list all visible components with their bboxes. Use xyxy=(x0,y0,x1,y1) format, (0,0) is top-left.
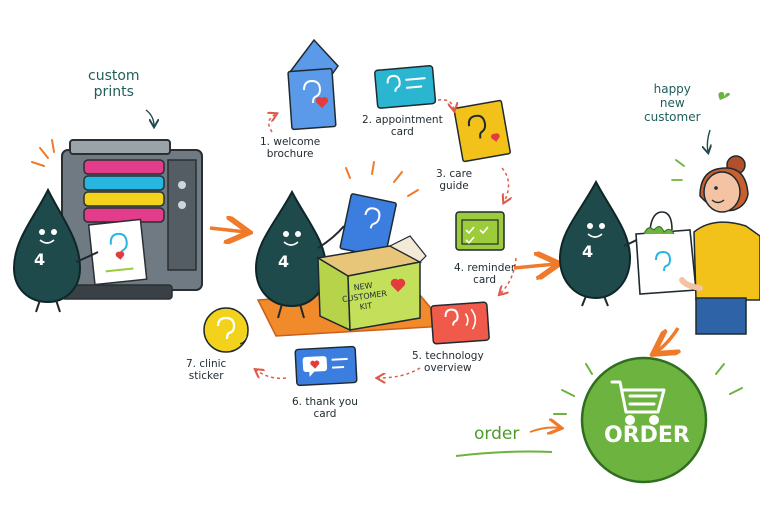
mascot-1-number: 4 xyxy=(34,250,46,269)
kit-item-1-label: 1. welcome brochure xyxy=(260,136,321,160)
mascot-2-number: 4 xyxy=(278,252,290,271)
arrow-custom-prints xyxy=(145,109,154,126)
reminder-card xyxy=(455,211,505,251)
printing-press xyxy=(61,139,203,300)
heart-icon xyxy=(718,92,730,100)
technology-overview-card xyxy=(430,301,490,345)
kit-item-7-label: 7. clinic sticker xyxy=(186,358,227,382)
order-side-label: order xyxy=(474,424,520,444)
order-button[interactable]: ORDER xyxy=(604,423,690,448)
thank-you-card xyxy=(294,345,358,387)
arrow-printer-to-kit xyxy=(209,228,246,232)
appointment-card xyxy=(374,64,437,109)
new-customer-kit-box xyxy=(315,235,427,332)
order-button-graphic xyxy=(553,356,743,484)
joy-marks xyxy=(671,159,685,181)
kit-sparkles xyxy=(345,161,419,197)
mascot-drop-1 xyxy=(12,187,99,313)
kit-box-label: NEW CUSTOMER KIT xyxy=(341,280,388,312)
mascot-drop-2 xyxy=(254,189,345,319)
happy-new-customer-label: happy new customer xyxy=(644,82,701,124)
custom-prints-label: custom prints xyxy=(88,68,140,100)
cart-icon xyxy=(610,380,666,425)
kit-item-5-label: 5. technology overview xyxy=(412,350,484,374)
order-underline xyxy=(455,450,553,457)
welcome-brochure-card xyxy=(287,38,339,131)
arrow-customer-to-order xyxy=(656,327,678,352)
kit-item-6-label: 6. thank you card xyxy=(292,396,358,420)
kit-item-3-label: 3. care guide xyxy=(436,168,473,192)
kit-item-4-label: 4. reminder card xyxy=(454,262,516,286)
clinic-sticker xyxy=(203,307,249,353)
kit-flow-arrows xyxy=(256,98,517,379)
kit-item-2-label: 2. appointment card xyxy=(362,114,443,138)
customer-woman xyxy=(679,155,760,335)
mascot-3-number: 4 xyxy=(582,242,594,261)
arrow-order-label xyxy=(529,428,560,433)
care-guide xyxy=(453,99,511,163)
arrow-to-customer xyxy=(707,129,710,152)
arrow-kit-to-customer xyxy=(513,264,556,268)
spark-lines xyxy=(31,139,55,167)
